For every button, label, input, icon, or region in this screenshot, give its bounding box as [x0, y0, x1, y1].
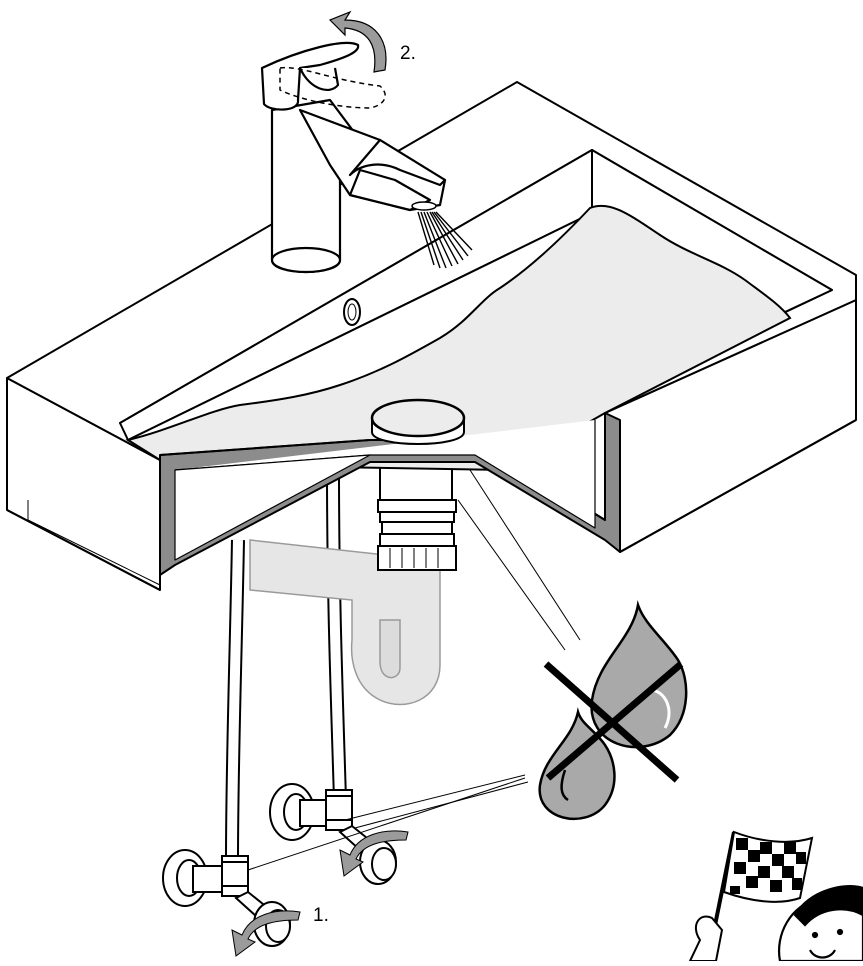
supply-hose-right: [326, 469, 347, 801]
angle-valve-left: [162, 849, 291, 947]
siphon-trap: [249, 539, 441, 706]
supply-hose-left: [225, 539, 245, 861]
faucet-icon: [260, 41, 447, 274]
checkered-flag-icon: [688, 830, 814, 962]
valve-open-arrow-icon: [231, 830, 409, 957]
basin-front-edges: [6, 275, 857, 591]
tap-hole: [343, 298, 361, 326]
popup-drain-plug: [370, 398, 466, 445]
drain-assembly: [377, 449, 457, 571]
lever-raise-arrow-icon: [328, 10, 387, 73]
leak-check-lines: [247, 469, 581, 871]
water-surface: [125, 204, 792, 472]
angle-valve-right: [269, 783, 397, 885]
step-1-label: 1.: [313, 905, 329, 926]
smiling-man-icon: [777, 885, 863, 963]
water-spray-icon: [417, 211, 473, 269]
cross-out-icon: [543, 661, 684, 783]
water-drops-icon: [538, 600, 688, 821]
step-2-label: 2.: [400, 43, 416, 64]
